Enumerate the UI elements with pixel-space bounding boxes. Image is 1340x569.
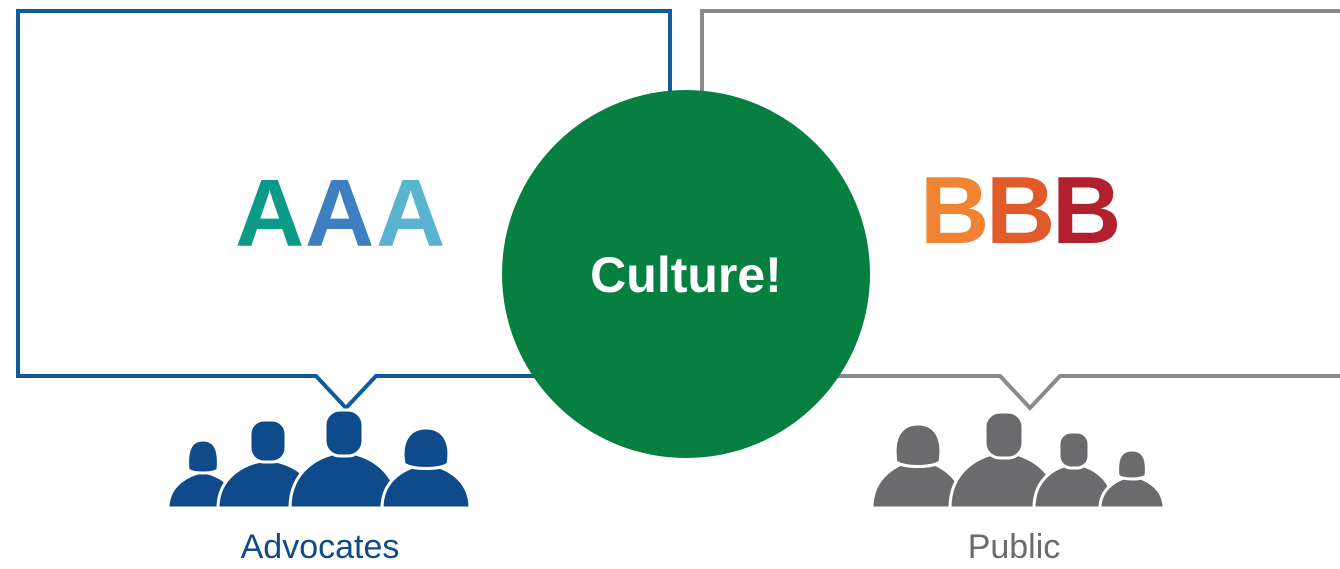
person-icon (216, 418, 320, 510)
person-icon (380, 426, 472, 510)
left-letter-1: A (235, 160, 304, 267)
right-letters: B B B (920, 157, 1121, 264)
person-icon (1032, 430, 1116, 510)
person-icon (1098, 448, 1166, 510)
person-icon (948, 410, 1060, 510)
left-speech-bubble (16, 9, 672, 411)
person-icon (288, 408, 400, 510)
left-letter-3: A (376, 160, 445, 267)
left-letters: A A A (235, 160, 445, 267)
right-letter-3: B (1052, 157, 1121, 264)
culture-circle (502, 90, 870, 458)
advocates-label: Advocates (241, 528, 400, 566)
right-letter-1: B (920, 157, 989, 264)
right-speech-bubble (700, 9, 1340, 411)
public-people-icon (870, 410, 1166, 510)
advocates-people-icon (166, 408, 472, 510)
left-letter-2: A (305, 160, 374, 267)
culture-label: Culture! (590, 247, 782, 303)
public-label: Public (968, 528, 1061, 566)
person-icon (870, 422, 966, 510)
right-letter-2: B (986, 157, 1055, 264)
